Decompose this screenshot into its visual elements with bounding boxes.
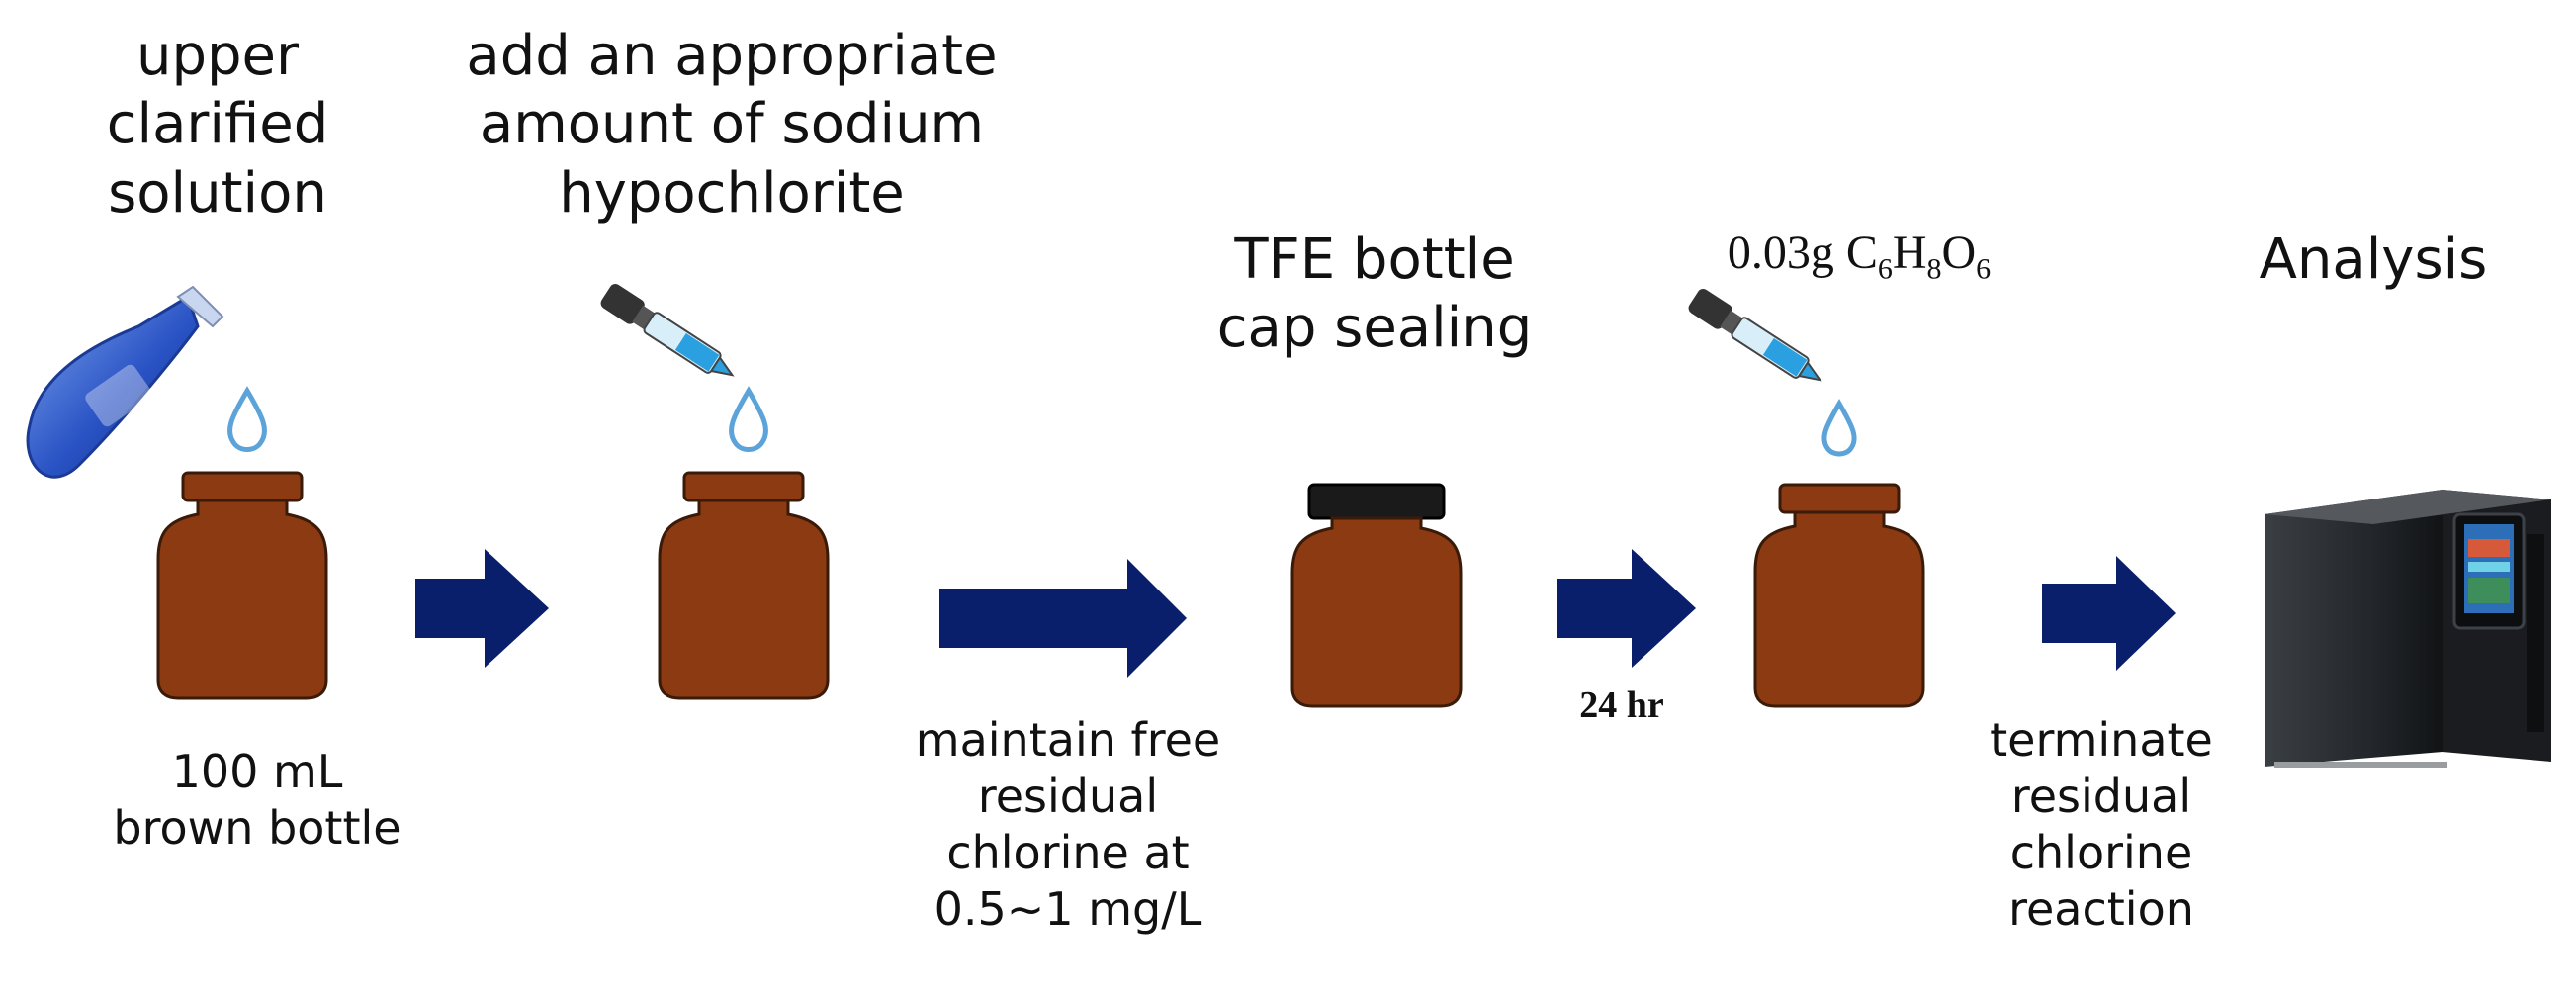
step4-reagent-label: 0.03g C6H8O6	[1727, 227, 1992, 286]
step2-label: add an appropriate amount of sodium hypo…	[466, 24, 998, 226]
brown-bottle-icon	[658, 471, 830, 700]
bottle-caption: 100 mL brown bottle	[113, 745, 401, 856]
step5-label: Analysis	[2259, 227, 2488, 292]
dropper-icon	[1688, 288, 1822, 382]
water-drop-icon	[1821, 399, 1857, 457]
arrow2-caption: maintain free residual chlorine at 0.5~1…	[915, 713, 1221, 937]
arrow-right-icon	[2042, 556, 2176, 671]
arrow3-caption: 24 hr	[1579, 684, 1664, 726]
analyzer-instrument-icon	[2265, 490, 2551, 768]
flask-icon	[26, 285, 224, 479]
step3-label: TFE bottle cap sealing	[1216, 227, 1533, 361]
brown-bottle-icon	[156, 471, 328, 700]
brown-bottle-icon	[1290, 483, 1463, 708]
arrow-right-icon	[1557, 549, 1696, 668]
step1-label: upper clarified solution	[106, 24, 329, 226]
dropper-icon	[600, 283, 735, 377]
brown-bottle-icon	[1753, 483, 1925, 708]
arrow-right-icon	[939, 559, 1187, 678]
water-drop-icon	[729, 386, 768, 452]
arrow4-caption: terminate residual chlorine reaction	[1990, 713, 2213, 937]
water-drop-icon	[227, 386, 267, 452]
arrow-right-icon	[415, 549, 549, 668]
